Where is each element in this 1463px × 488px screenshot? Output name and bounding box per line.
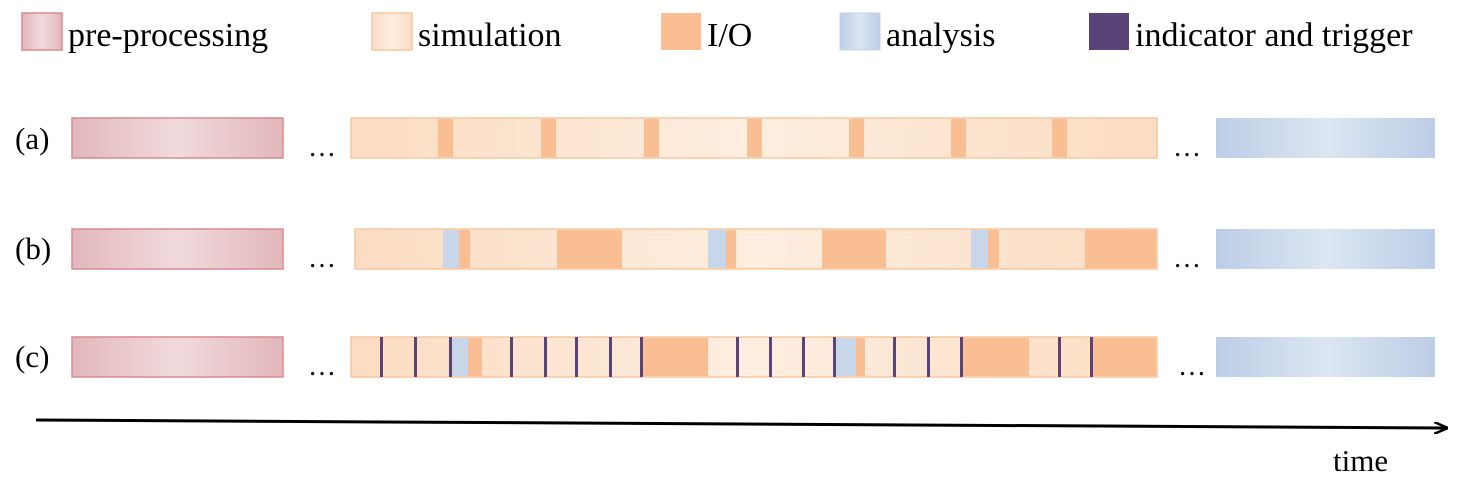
time-arrow — [35, 418, 1446, 428]
ellipsis: … — [308, 351, 336, 382]
legend-item-pre-processing: pre-processing — [21, 12, 268, 54]
io-block — [468, 338, 482, 376]
indicator-trigger-marker — [1090, 337, 1093, 377]
analysis-block — [836, 338, 856, 376]
indicator-swatch — [1089, 13, 1129, 50]
ellipsis: … — [1173, 243, 1201, 274]
indicator-trigger-marker — [769, 337, 772, 377]
io-block — [988, 230, 999, 268]
io-block — [856, 338, 865, 376]
indicator-trigger-marker — [414, 337, 417, 377]
io-block — [963, 338, 1029, 376]
io-block — [644, 119, 659, 157]
analysis-block — [443, 230, 459, 268]
analysis-swatch — [839, 12, 881, 51]
indicator-trigger-marker — [380, 337, 383, 377]
workflow-row-a: … … — [71, 117, 1435, 163]
indicator-trigger-marker — [802, 337, 805, 377]
io-block — [459, 230, 470, 268]
legend-label-simulation: simulation — [418, 17, 562, 54]
legend: pre-processing simulation I/O analysis i… — [21, 12, 1413, 54]
indicator-trigger-marker — [736, 337, 739, 377]
ellipsis: … — [308, 132, 336, 163]
pre-processing-swatch — [21, 12, 63, 51]
indicator-trigger-marker — [609, 337, 612, 377]
indicator-trigger-marker — [544, 337, 547, 377]
analysis-block — [708, 230, 726, 268]
indicator-trigger-marker — [833, 337, 836, 377]
simulation-block — [354, 228, 1158, 270]
simulation-swatch — [371, 12, 413, 51]
io-block — [1085, 230, 1156, 268]
time-axis-label: time — [1333, 443, 1388, 478]
row-label-c: (c) — [15, 339, 49, 374]
io-block — [642, 338, 708, 376]
legend-item-analysis: analysis — [839, 12, 996, 54]
indicator-trigger-marker — [510, 337, 513, 377]
io-block — [1091, 338, 1156, 376]
simulation-track — [350, 117, 1158, 159]
pre-processing-block — [71, 228, 284, 270]
ellipsis: … — [1173, 132, 1201, 163]
io-block — [726, 230, 736, 268]
io-block — [747, 119, 762, 157]
analysis-block — [1216, 337, 1435, 377]
io-block — [438, 119, 453, 157]
legend-item-indicator-and-trigger: indicator and trigger — [1089, 13, 1413, 54]
io-block — [557, 230, 622, 268]
indicator-trigger-marker — [575, 337, 578, 377]
analysis-block — [971, 230, 988, 268]
io-swatch — [661, 13, 701, 50]
analysis-block — [452, 338, 468, 376]
legend-label-io: I/O — [707, 17, 752, 54]
indicator-trigger-marker — [640, 337, 643, 377]
indicator-trigger-marker — [449, 337, 452, 377]
legend-label-pre-processing: pre-processing — [68, 17, 268, 54]
indicator-markers — [380, 337, 1093, 377]
indicator-trigger-marker — [1058, 337, 1061, 377]
io-block — [822, 230, 886, 268]
legend-label-indicator-and-trigger: indicator and trigger — [1135, 17, 1413, 54]
io-block — [1052, 119, 1067, 157]
row-label-a: (a) — [15, 121, 49, 156]
analysis-block — [1216, 118, 1435, 158]
pre-processing-block — [71, 336, 284, 378]
workflow-row-b: … … — [71, 228, 1435, 274]
legend-item-io: I/O — [661, 13, 752, 54]
simulation-track — [350, 336, 1158, 378]
legend-item-simulation: simulation — [371, 12, 562, 54]
io-block — [951, 119, 966, 157]
indicator-trigger-marker — [893, 337, 896, 377]
legend-label-analysis: analysis — [886, 17, 996, 54]
io-block — [849, 119, 864, 157]
ellipsis: … — [1178, 351, 1206, 382]
ellipsis: … — [308, 243, 336, 274]
time-axis: time — [35, 418, 1446, 478]
analysis-block — [1216, 229, 1435, 269]
indicator-trigger-marker — [960, 337, 963, 377]
io-block — [541, 119, 556, 157]
pre-processing-block — [71, 117, 284, 159]
workflow-row-c: … — [71, 336, 1435, 382]
row-label-b: (b) — [15, 231, 51, 266]
indicator-trigger-marker — [927, 337, 930, 377]
simulation-track — [354, 228, 1158, 270]
